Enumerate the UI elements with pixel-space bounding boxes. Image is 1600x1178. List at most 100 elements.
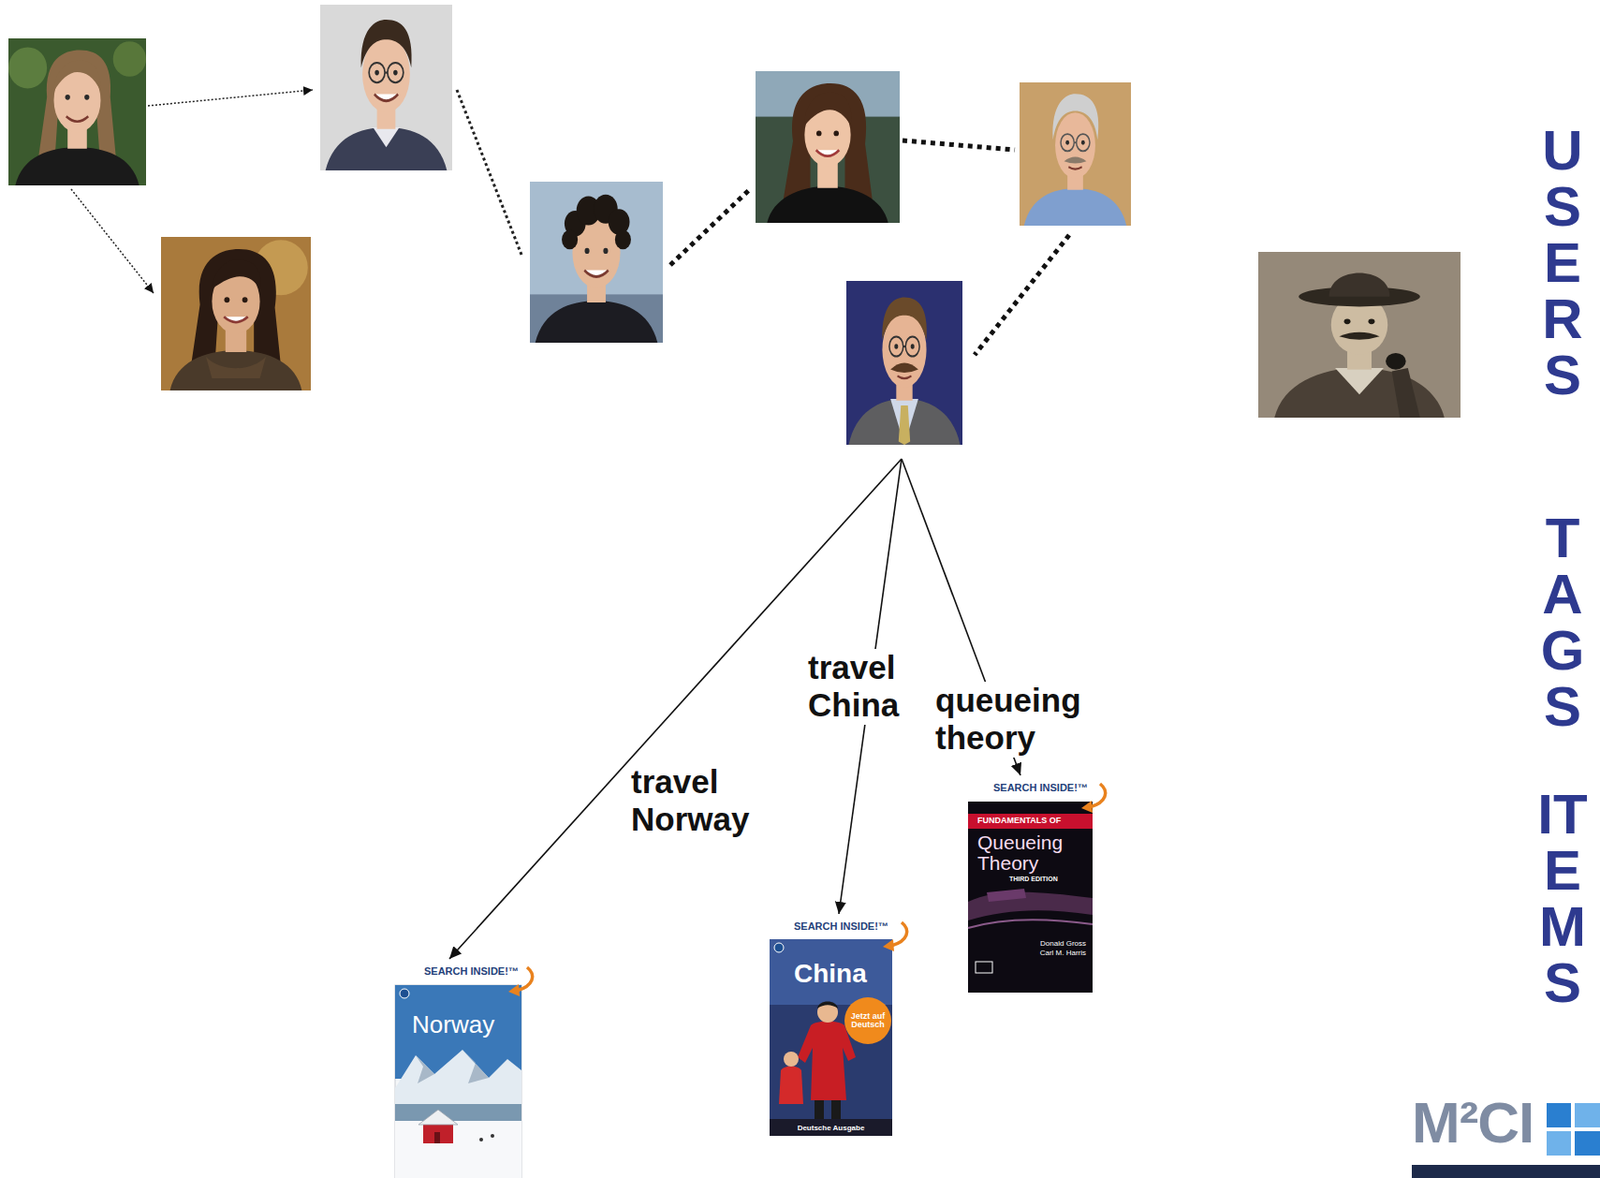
user-portrait	[1258, 251, 1461, 418]
user-portrait-part	[804, 91, 852, 126]
cover-art-shape	[415, 1049, 489, 1084]
user-portrait-part	[66, 116, 89, 121]
cover-art-shape	[778, 1066, 804, 1105]
user-portrait-part	[890, 363, 919, 374]
user-portrait-part	[535, 300, 659, 343]
search-inside-banner: SEARCH INSIDE!™	[993, 781, 1088, 794]
logo-mark-part	[1546, 1102, 1571, 1128]
user-portrait-part	[1385, 352, 1407, 370]
tag-label: travel China	[805, 648, 902, 725]
user-portrait-part	[1024, 188, 1127, 226]
user-portrait-part	[898, 405, 911, 445]
badge-circle: Jetzt auf Deutsch	[844, 997, 892, 1044]
user-portrait-part	[1338, 332, 1380, 340]
cover-art-shape	[975, 961, 993, 973]
user-portrait-part	[615, 230, 632, 250]
user-portrait-part	[846, 280, 963, 445]
user-portrait-part	[205, 356, 266, 379]
search-inside-banner: SEARCH INSIDE!™	[793, 920, 889, 933]
user-portrait-part	[1019, 82, 1131, 226]
badge-text: Jetzt auf Deutsch	[849, 1012, 887, 1030]
user-portrait-part	[374, 70, 380, 76]
user-portrait-part	[1064, 157, 1087, 164]
author-names: Donald Gross Carl M. Harris	[1026, 939, 1087, 957]
layer-title: USERS	[1534, 122, 1591, 404]
cover-art-shape	[399, 988, 410, 999]
title-band: FUNDAMENTALS OF	[968, 813, 1093, 829]
user-portrait-part	[211, 259, 261, 289]
user-portrait-part	[584, 270, 609, 278]
user-portrait-part	[1055, 112, 1096, 178]
cover-art-shape	[1089, 783, 1106, 808]
user-portrait-part	[816, 149, 840, 156]
user-portrait	[320, 4, 453, 171]
cover-art-shape	[434, 1131, 441, 1144]
user-portrait-part	[889, 337, 904, 357]
edition-note: Deutsche Ausgabe	[769, 1123, 893, 1133]
user-portrait-part	[1368, 319, 1376, 325]
logo-text: M²CI	[1411, 1090, 1534, 1155]
user-portrait-part	[1065, 140, 1070, 146]
book-title: Norway	[411, 1010, 495, 1040]
logo-mark-part	[1574, 1102, 1600, 1128]
user-portrait-part	[1068, 166, 1082, 169]
cover-art-shape	[769, 1118, 893, 1136]
cover-art-shape	[814, 1100, 824, 1119]
user-portrait-part	[1344, 319, 1351, 325]
user-portrait-part	[529, 181, 663, 343]
cover-art-shape	[968, 801, 1093, 993]
user-portrait-part	[905, 337, 920, 357]
user-portrait-part	[65, 94, 71, 101]
cover-art-shape	[831, 1100, 841, 1119]
user-portrait-part	[903, 345, 906, 348]
book-cover: SEARCH INSIDE!™ChinaDeutsche AusgabeJetz…	[769, 916, 910, 1136]
book-cover: SEARCH INSIDE!™Queueing TheoryTHIRD EDIT…	[968, 777, 1112, 993]
user-portrait-part	[320, 4, 453, 171]
user-portrait-part	[1258, 251, 1461, 418]
cover-art-shape	[797, 1021, 856, 1101]
layer-title: ITEMS	[1534, 786, 1591, 1012]
cover-art-shape	[968, 919, 1093, 928]
friend-link	[456, 89, 522, 255]
user-portrait-part	[1274, 367, 1444, 418]
user-portrait-part	[1076, 133, 1090, 151]
user-portrait-part	[8, 46, 47, 89]
user-portrait-part	[38, 50, 116, 157]
book-cover: SEARCH INSIDE!™ Norway	[395, 961, 539, 1178]
user-portrait-part	[1258, 251, 1461, 418]
user-portrait	[1019, 82, 1131, 226]
user-portrait-part	[1329, 273, 1391, 297]
cover-art-shape	[395, 984, 522, 1178]
logo-mark-part	[1546, 1130, 1571, 1156]
user-portrait-part	[325, 127, 448, 171]
user-portrait-part	[585, 248, 590, 254]
follow-arrow	[71, 189, 154, 294]
user-portrait-part	[368, 62, 385, 83]
user-portrait-part	[1335, 367, 1384, 395]
tagging-arrow	[449, 458, 902, 959]
series-text: FUNDAMENTALS OF	[977, 815, 1061, 826]
user-portrait-part	[224, 296, 231, 303]
user-portrait	[8, 38, 147, 186]
user-portrait-part	[881, 297, 927, 341]
cover-art-shape	[986, 888, 1027, 902]
book-title: Queueing Theory	[977, 832, 1088, 874]
cover-art-shape	[395, 1120, 522, 1178]
cover-art-shape	[479, 1137, 484, 1142]
cover-art-shape	[395, 1049, 522, 1104]
user-portrait-part	[816, 131, 823, 137]
user-portrait-part	[161, 236, 311, 391]
cover-art-shape	[395, 1103, 522, 1121]
user-portrait-part	[170, 350, 303, 391]
user-portrait-part	[113, 41, 147, 77]
user-portrait-part	[910, 343, 915, 350]
user-portrait	[846, 280, 963, 445]
user-portrait-part	[894, 343, 898, 350]
user-portrait-part	[242, 296, 249, 303]
cover-art-shape	[516, 967, 533, 991]
book-cover-art	[968, 777, 1112, 993]
user-portrait-part	[384, 72, 388, 74]
user-portrait-part	[84, 94, 89, 101]
tag-label: queueing theory	[932, 681, 1085, 758]
search-inside-banner: SEARCH INSIDE!™	[424, 965, 519, 978]
